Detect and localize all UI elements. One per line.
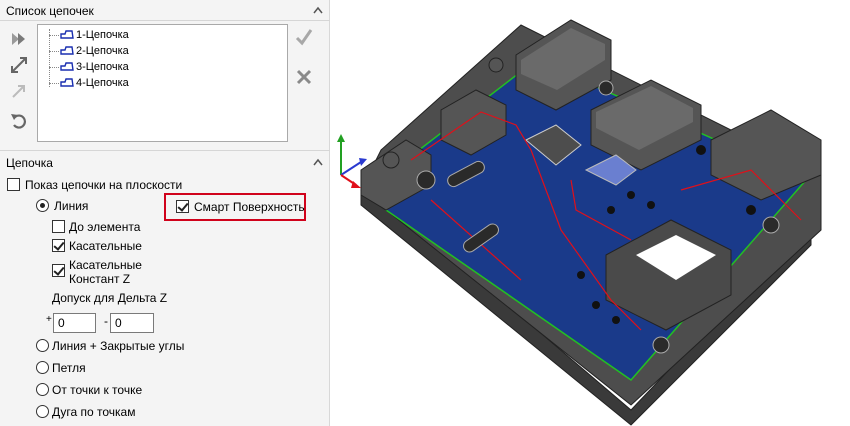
highlight-box xyxy=(164,193,306,221)
list-item[interactable]: 3-Цепочка xyxy=(60,59,129,75)
show-on-plane-label: Показ цепочки на плоскости xyxy=(25,178,183,192)
mode-line-label: Линия xyxy=(54,199,89,213)
fast-forward-icon[interactable] xyxy=(8,28,30,50)
shrink-arrow-icon[interactable] xyxy=(8,80,30,102)
chain-icon xyxy=(60,62,74,71)
ok-check-icon[interactable] xyxy=(293,26,315,48)
chain-icon xyxy=(60,46,74,55)
plus-sign: + xyxy=(46,314,52,325)
list-item-label: 2-Цепочка xyxy=(76,45,129,57)
tangent-const-z-label-1: Касательные xyxy=(69,258,142,272)
tangent-checkbox[interactable] xyxy=(52,239,65,252)
chain-section-title: Цепочка xyxy=(6,156,53,170)
list-item-label: 4-Цепочка xyxy=(76,77,129,89)
section-divider xyxy=(0,20,330,21)
collapse-arrow-icon[interactable] xyxy=(313,158,323,166)
delta-z-minus-input[interactable] xyxy=(110,313,154,333)
property-panel: Список цепочек xyxy=(0,0,330,426)
chain-icon xyxy=(60,78,74,87)
section-divider xyxy=(0,150,330,151)
list-item-label: 1-Цепочка xyxy=(76,29,129,41)
graphics-viewport[interactable] xyxy=(331,0,850,426)
list-item[interactable]: 4-Цепочка xyxy=(60,75,129,91)
to-element-label: До элемента xyxy=(69,220,141,234)
chain-list-box[interactable]: 1-Цепочка 2-Цепочка 3-Цепочка 4-Цепочка xyxy=(37,24,288,142)
part-model xyxy=(360,19,822,426)
collapse-arrow-icon[interactable] xyxy=(313,6,323,14)
list-item[interactable]: 2-Цепочка xyxy=(60,43,129,59)
mode-arc-by-points-radio[interactable] xyxy=(36,405,49,418)
mode-point-to-point-label: От точки к точке xyxy=(52,383,143,397)
tangent-label: Касательные xyxy=(69,239,142,253)
list-item-label: 3-Цепочка xyxy=(76,61,129,73)
smart-surface-label: Смарт Поверхность xyxy=(194,200,305,214)
chain-list-title: Список цепочек xyxy=(6,4,94,18)
mode-line-closed-corners-radio[interactable] xyxy=(36,339,49,352)
mode-point-to-point-radio[interactable] xyxy=(36,383,49,396)
undo-icon[interactable] xyxy=(8,110,30,132)
delta-z-label: Допуск для Дельта Z xyxy=(52,291,168,305)
tangent-const-z-checkbox[interactable] xyxy=(52,264,65,277)
cancel-x-icon[interactable] xyxy=(293,66,315,88)
delta-z-plus-input[interactable] xyxy=(53,313,96,333)
list-item[interactable]: 1-Цепочка xyxy=(60,27,129,43)
mode-line-closed-corners-label: Линия + Закрытые углы xyxy=(52,339,185,353)
triad-axes-icon xyxy=(337,134,367,188)
mode-loop-radio[interactable] xyxy=(36,361,49,374)
smart-surface-checkbox[interactable] xyxy=(176,200,189,213)
mode-line-radio[interactable] xyxy=(36,199,49,212)
chain-icon xyxy=(60,30,74,39)
mode-loop-label: Петля xyxy=(52,361,86,375)
mode-arc-by-points-label: Дуга по точкам xyxy=(52,405,136,419)
expand-arrows-icon[interactable] xyxy=(8,54,30,76)
tangent-const-z-label-2: Констант Z xyxy=(69,272,131,286)
minus-sign: - xyxy=(104,314,108,328)
to-element-checkbox[interactable] xyxy=(52,220,65,233)
show-on-plane-checkbox[interactable] xyxy=(7,178,20,191)
